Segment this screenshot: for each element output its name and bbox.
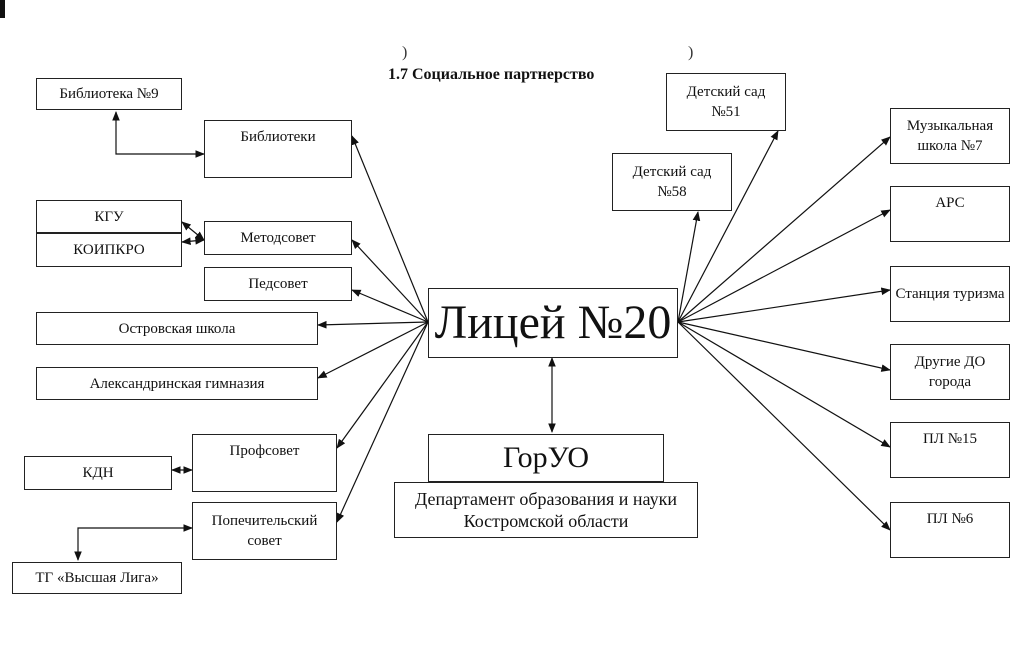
diagram-title: 1.7 Социальное партнерство	[388, 66, 595, 83]
node-bib9: Библиотека №9	[36, 78, 182, 110]
node-alex: Александринская гимназия	[36, 367, 318, 400]
arrow-tg-popech	[74, 524, 193, 561]
node-center: Лицей №20	[428, 288, 678, 358]
scan-mark-2: )	[688, 44, 694, 61]
node-goruo: ГорУО	[428, 434, 664, 482]
arrow-to-music	[677, 136, 891, 323]
node-ars: АРС	[890, 186, 1010, 242]
node-kgu: КГУ	[36, 200, 182, 233]
node-pedsovet: Педсовет	[204, 267, 352, 301]
arrow-koipkro-metodsovet	[181, 236, 205, 246]
arrow-to-profsovet	[336, 321, 429, 449]
arrow-to-otherdo	[677, 321, 891, 372]
node-libraries: Библиотеки	[204, 120, 352, 178]
node-tg: ТГ «Высшая Лига»	[12, 562, 182, 594]
arrow-bib9-libraries	[112, 111, 205, 158]
node-pl6: ПЛ №6	[890, 502, 1010, 558]
scan-mark-1: )	[402, 44, 408, 61]
node-ostrov: Островская школа	[36, 312, 318, 345]
arrow-to-pl6	[677, 321, 891, 531]
arrow-to-ostrov	[317, 320, 429, 329]
node-department: Департамент образования и науки Костромс…	[394, 482, 698, 538]
arrow-to-pl15	[677, 321, 891, 448]
arrow-to-alex	[317, 321, 429, 379]
node-ds58: Детский сад №58	[612, 153, 732, 211]
node-pl15: ПЛ №15	[890, 422, 1010, 478]
node-music: Музыкальная школа №7	[890, 108, 1010, 164]
node-koipkro: КОИПКРО	[36, 233, 182, 267]
node-otherdo: Другие ДО города	[890, 344, 1010, 400]
scan-edge-mark	[0, 0, 5, 18]
arrow-to-ars	[677, 209, 891, 323]
arrow-to-metodsovet	[351, 239, 429, 323]
arrow-to-pedsovet	[351, 289, 429, 323]
arrow-to-popech	[336, 321, 429, 523]
arrow-to-tourism	[677, 287, 891, 323]
node-profsovet: Профсовет	[192, 434, 337, 492]
node-ds51: Детский сад №51	[666, 73, 786, 131]
node-popech: Попечительский совет	[192, 502, 337, 560]
arrow-to-libraries	[351, 135, 429, 323]
node-tourism: Станция туризма	[890, 266, 1010, 322]
node-kdn: КДН	[24, 456, 172, 490]
arrow-to-ds58	[677, 211, 701, 323]
arrow-kgu-metodsovet	[181, 221, 205, 241]
node-metodsovet: Методсовет	[204, 221, 352, 255]
arrow-to-ds51	[677, 130, 779, 323]
